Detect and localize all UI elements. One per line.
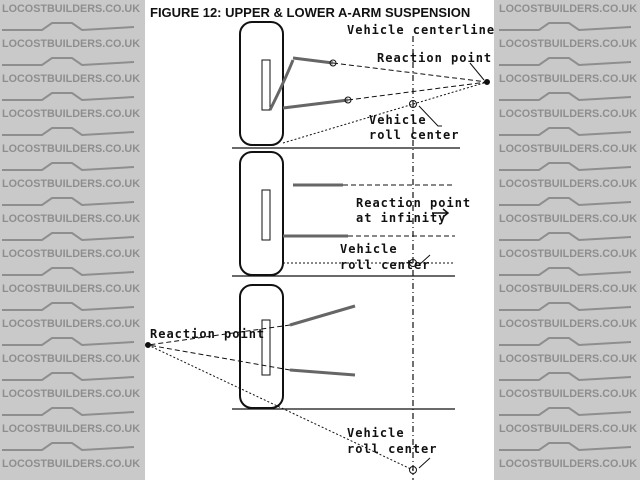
lower-arm — [282, 98, 349, 110]
roll-center — [409, 466, 417, 474]
watermark-text: LOCOSTBUILDERS.CO.UK — [2, 73, 140, 85]
diagram-diverging-arms — [145, 284, 455, 474]
watermark-car-icon — [2, 22, 135, 32]
watermark-car-icon — [499, 127, 632, 137]
watermark-text: LOCOSTBUILDERS.CO.UK — [499, 108, 637, 120]
contact-patch-line — [147, 344, 414, 471]
watermark-car-icon — [499, 22, 632, 32]
watermark-text: LOCOSTBUILDERS.CO.UK — [499, 248, 637, 260]
lower-arm-extension — [347, 81, 488, 101]
roll-center — [409, 259, 417, 267]
roll-center — [409, 100, 417, 108]
lower-arm-extension — [147, 344, 291, 371]
roll-center-leader — [418, 105, 442, 127]
label-reaction-point-1: Reaction point — [377, 51, 493, 65]
upper-arm — [292, 56, 334, 65]
watermark-text: LOCOSTBUILDERS.CO.UK — [2, 178, 140, 190]
wheel-upright — [261, 189, 271, 241]
watermark-car-icon — [2, 232, 135, 242]
diagram-parallel-arms — [232, 151, 455, 277]
label-roll-center-1b: roll center — [369, 128, 460, 142]
upright-link — [268, 59, 295, 111]
arrow-right-icon — [432, 208, 450, 218]
watermark-car-icon — [499, 267, 632, 277]
watermark-car-icon — [2, 267, 135, 277]
watermark-car-icon — [2, 92, 135, 102]
figure-title: FIGURE 12: UPPER & LOWER A-ARM SUSPENSIO… — [150, 5, 471, 20]
watermark-text: LOCOSTBUILDERS.CO.UK — [2, 423, 140, 435]
watermark-car-icon — [499, 57, 632, 67]
watermark-car-icon — [2, 337, 135, 347]
watermark-car-icon — [499, 197, 632, 207]
upper-arm-extension — [332, 62, 488, 83]
watermark-car-icon — [2, 302, 135, 312]
lower-arm — [289, 368, 356, 377]
watermark-text: LOCOSTBUILDERS.CO.UK — [2, 213, 140, 225]
watermark-car-icon — [499, 372, 632, 382]
reaction-point — [145, 342, 151, 348]
label-roll-center-1a: Vehicle — [369, 113, 427, 127]
watermark-text: LOCOSTBUILDERS.CO.UK — [499, 143, 637, 155]
label-roll-center-2b: roll center — [340, 258, 431, 272]
watermark-text: LOCOSTBUILDERS.CO.UK — [2, 318, 140, 330]
roll-center-leader — [418, 457, 431, 469]
label-roll-center-3b: roll center — [347, 442, 438, 456]
figure-panel — [145, 0, 494, 480]
watermark-text: LOCOSTBUILDERS.CO.UK — [499, 213, 637, 225]
watermark-text: LOCOSTBUILDERS.CO.UK — [2, 3, 140, 15]
watermark-car-icon — [499, 162, 632, 172]
label-reaction-point-2b: at infinity — [356, 211, 447, 225]
watermark-text: LOCOSTBUILDERS.CO.UK — [499, 458, 637, 470]
roll-center-leader — [418, 254, 431, 266]
watermark-text: LOCOSTBUILDERS.CO.UK — [2, 388, 140, 400]
watermark-car-icon — [2, 407, 135, 417]
contact-patch-line — [282, 81, 488, 144]
watermark-text: LOCOSTBUILDERS.CO.UK — [2, 283, 140, 295]
watermark-car-icon — [2, 162, 135, 172]
label-roll-center-3a: Vehicle — [347, 426, 405, 440]
watermark-text: LOCOSTBUILDERS.CO.UK — [2, 353, 140, 365]
label-reaction-point-3: Reaction point — [150, 327, 266, 341]
watermark-text: LOCOSTBUILDERS.CO.UK — [499, 423, 637, 435]
diagram-converging-arms — [232, 21, 490, 149]
watermark-car-icon — [499, 232, 632, 242]
watermark-car-icon — [499, 337, 632, 347]
label-roll-center-2a: Vehicle — [340, 242, 398, 256]
watermark-car-icon — [2, 442, 135, 452]
watermark-car-icon — [2, 127, 135, 137]
reaction-point — [484, 79, 490, 85]
wheel-upright — [261, 59, 271, 111]
watermark-text: LOCOSTBUILDERS.CO.UK — [499, 3, 637, 15]
watermark-text: LOCOSTBUILDERS.CO.UK — [499, 178, 637, 190]
watermark-car-icon — [499, 302, 632, 312]
watermark-car-icon — [499, 92, 632, 102]
upper-arm — [289, 304, 356, 327]
watermark-text: LOCOSTBUILDERS.CO.UK — [499, 388, 637, 400]
wheel-upright — [261, 319, 271, 376]
watermark-text: LOCOSTBUILDERS.CO.UK — [2, 108, 140, 120]
watermark-text: LOCOSTBUILDERS.CO.UK — [2, 38, 140, 50]
watermark-car-icon — [499, 407, 632, 417]
label-vehicle-centerline: Vehicle centerline — [347, 23, 496, 37]
watermark-car-icon — [499, 442, 632, 452]
watermark-text: LOCOSTBUILDERS.CO.UK — [499, 318, 637, 330]
watermark-text: LOCOSTBUILDERS.CO.UK — [2, 248, 140, 260]
watermark-text: LOCOSTBUILDERS.CO.UK — [499, 283, 637, 295]
tire — [239, 151, 284, 276]
watermark-text: LOCOSTBUILDERS.CO.UK — [499, 38, 637, 50]
watermark-car-icon — [2, 372, 135, 382]
label-reaction-point-2a: Reaction point — [356, 196, 472, 210]
tire — [239, 284, 284, 409]
watermark-text: LOCOSTBUILDERS.CO.UK — [2, 458, 140, 470]
reaction-point-leader — [469, 62, 485, 81]
watermark-text: LOCOSTBUILDERS.CO.UK — [499, 353, 637, 365]
watermark-car-icon — [2, 197, 135, 207]
watermark-car-icon — [2, 57, 135, 67]
watermark-text: LOCOSTBUILDERS.CO.UK — [2, 143, 140, 155]
watermark-text: LOCOSTBUILDERS.CO.UK — [499, 73, 637, 85]
